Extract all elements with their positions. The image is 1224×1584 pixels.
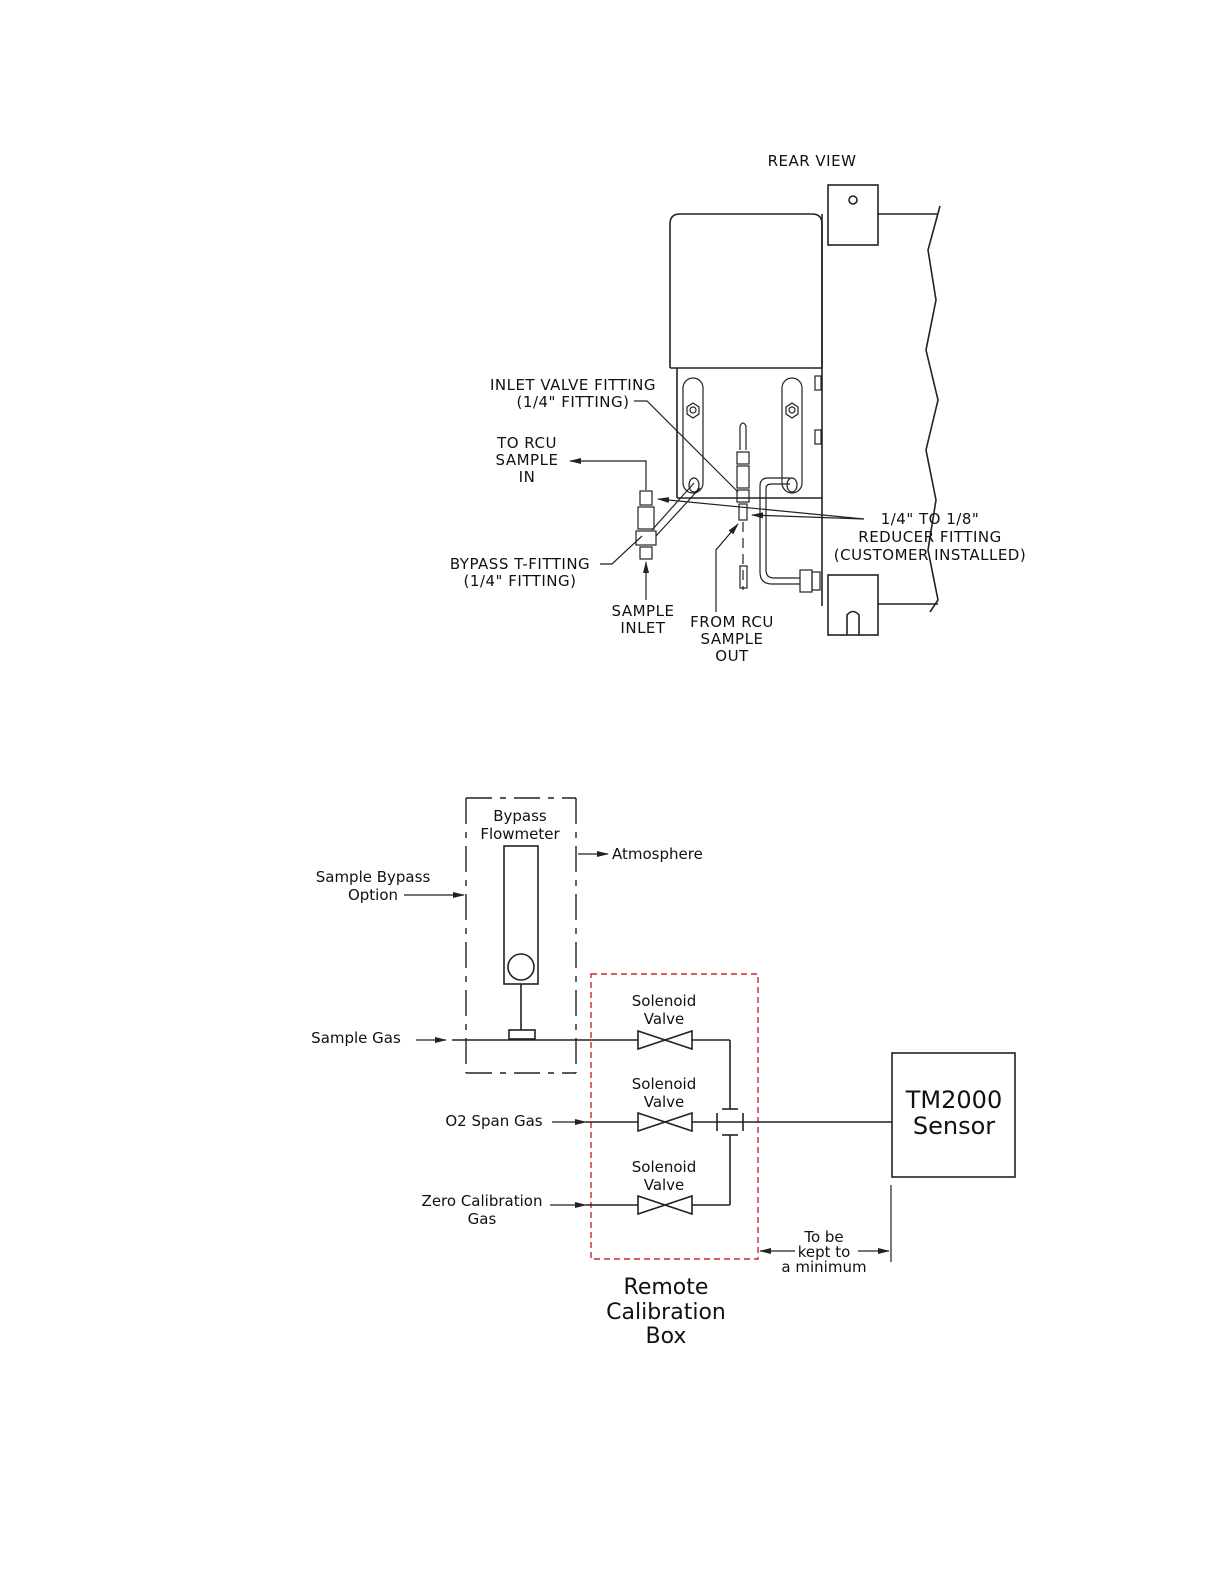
bypass-label-1: BYPASS T-FITTING [450, 555, 590, 573]
reducer-label-3: (CUSTOMER INSTALLED) [834, 546, 1026, 564]
atmosphere-label: Atmosphere [612, 845, 703, 863]
solenoid-valve-1: Solenoid Valve [632, 992, 696, 1051]
mounting-panel [821, 184, 941, 636]
rcb-label-2: Calibration [606, 1300, 726, 1325]
to-rcu-label-3: IN [519, 468, 536, 486]
valve-2-label-bottom: Valve [644, 1093, 685, 1111]
inlet-valve-leader [634, 400, 739, 493]
reducer-leader-1 [657, 497, 865, 520]
dimension-note-2: kept to [798, 1243, 851, 1261]
inlet-valve-label-2: (1/4" FITTING) [517, 393, 630, 411]
sample-inlet-label-2: INLET [620, 619, 665, 637]
bypass-flowmeter-box [465, 797, 577, 1074]
rear-view-title: REAR VIEW [768, 152, 857, 170]
calibration-schematic: Bypass Flowmeter Atmosphere Sample Bypas… [311, 797, 1016, 1349]
bracket-slot [846, 610, 860, 635]
mount-slot-left [682, 377, 704, 494]
to-rcu-label-2: SAMPLE [496, 451, 559, 469]
bypass-label-2: (1/4" FITTING) [464, 572, 577, 590]
bypass-flowmeter-label-1: Bypass [493, 807, 547, 825]
mount-slot-right [781, 377, 803, 494]
to-rcu-label-1: TO RCU [496, 434, 557, 452]
enclosure [669, 213, 823, 499]
dimension-note-3: a minimum [781, 1258, 866, 1276]
o2-span-label: O2 Span Gas [445, 1112, 542, 1130]
zero-cal-label-2: Gas [468, 1210, 497, 1228]
to-rcu-arrow [569, 458, 647, 490]
valve-3-label-bottom: Valve [644, 1176, 685, 1194]
bypass-flowmeter-label-2: Flowmeter [480, 825, 560, 843]
from-rcu-label-3: OUT [715, 647, 749, 665]
solenoid-valve-2: Solenoid Valve [632, 1075, 696, 1133]
reducer-label-1: 1/4" TO 1/8" [881, 510, 980, 528]
top-bracket [827, 184, 879, 246]
rear-view-drawing: REAR VIEW [450, 152, 1026, 665]
sample-inlet-label-1: SAMPLE [612, 602, 675, 620]
sample-gas-label: Sample Gas [311, 1029, 401, 1047]
solenoid-valve-3: Solenoid Valve [632, 1158, 696, 1216]
rcb-label-1: Remote [624, 1275, 709, 1300]
bottom-bracket [827, 574, 879, 636]
sample-bypass-label-2: Option [348, 886, 398, 904]
valve-1-label-bottom: Valve [644, 1010, 685, 1028]
sample-out-tube [739, 477, 821, 593]
remote-calibration-box [590, 973, 759, 1260]
sensor-label-2: Sensor [913, 1112, 995, 1140]
rcb-label-3: Box [646, 1324, 687, 1349]
zero-cal-label-1: Zero Calibration [422, 1192, 543, 1210]
valve-1-label-top: Solenoid [632, 992, 696, 1010]
reducer-label-2: REDUCER FITTING [858, 528, 1001, 546]
flowmeter-float [507, 953, 535, 981]
from-rcu-label-2: SAMPLE [701, 630, 764, 648]
from-rcu-label-1: FROM RCU [690, 613, 774, 631]
sample-bypass-label-1: Sample Bypass [316, 868, 431, 886]
valve-3-label-top: Solenoid [632, 1158, 696, 1176]
sensor-label-1: TM2000 [905, 1086, 1002, 1114]
bypass-leader [600, 535, 643, 565]
tee-fitting [508, 1029, 536, 1040]
inlet-valve-label-1: INLET VALVE FITTING [490, 376, 656, 394]
bracket-hole [848, 195, 858, 205]
from-rcu-arrow [715, 523, 739, 612]
dimension-note-1: To be [803, 1228, 843, 1246]
valve-2-label-top: Solenoid [632, 1075, 696, 1093]
reducer-leader-2 [751, 512, 865, 520]
bypass-t-fitting [635, 482, 701, 560]
tm2000-sensor [891, 1052, 1016, 1178]
inlet-valve-fitting [736, 422, 750, 590]
